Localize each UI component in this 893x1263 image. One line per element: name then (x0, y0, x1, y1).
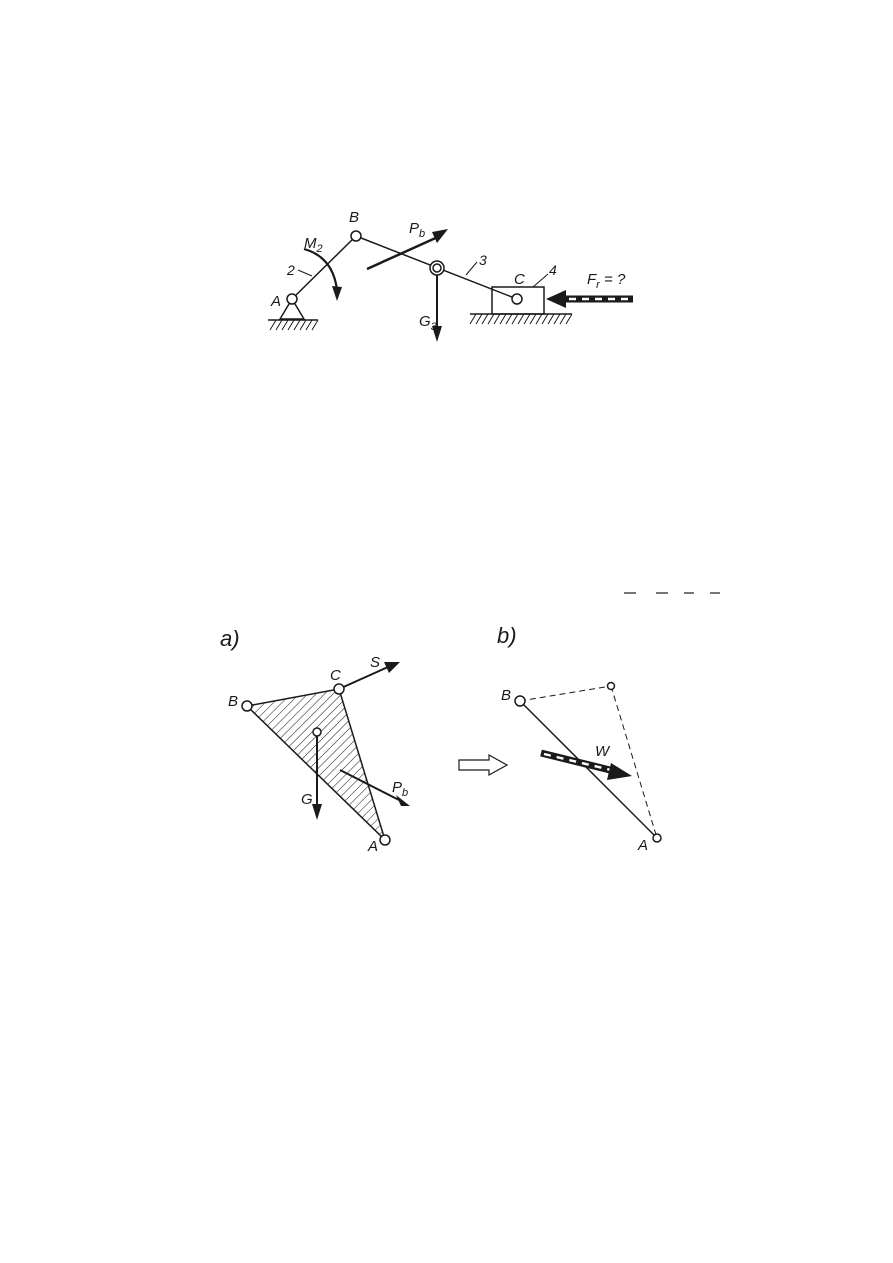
label-A: A (367, 838, 378, 855)
joint-A (379, 834, 391, 846)
dashed-top-A (610, 685, 658, 839)
force-Fr-arrowhead (546, 290, 566, 308)
force-W-arrowhead (607, 763, 632, 780)
ground-support-A (268, 297, 319, 331)
label-Fr: Fr = ? (587, 271, 626, 291)
moment-arrowhead (332, 286, 342, 301)
panel-a-title: a) (220, 626, 240, 651)
transition-arrow (458, 753, 509, 777)
force-W-stripes (543, 752, 612, 772)
leader-3 (465, 261, 478, 276)
label-W: W (595, 743, 611, 760)
leader-2 (297, 269, 313, 277)
label-C: C (330, 667, 341, 684)
centroid-link-3-inner (432, 263, 442, 273)
link-BA (519, 700, 658, 839)
slider-block-4 (491, 286, 545, 315)
label-Pb: Pb (409, 220, 425, 240)
joint-C (333, 683, 345, 695)
label-B: B (501, 687, 511, 704)
leader-4 (532, 273, 549, 288)
panel-a: a) B C S G Pb A (220, 626, 410, 855)
moment-arc (303, 247, 339, 291)
panel-b-title: b) (497, 623, 517, 648)
force-Pb-shaft (366, 234, 441, 271)
ground-rail (469, 313, 573, 325)
label-link-2: 2 (286, 262, 295, 278)
panel-b: b) B W A (497, 623, 662, 854)
label-G: G (301, 791, 313, 808)
label-G3: G3 (419, 313, 438, 333)
mechanism-figure: A B C 2 3 4 M2 Pb G3 Fr = ? (268, 209, 633, 342)
force-Pb-arrowhead (396, 795, 410, 806)
label-Pb: Pb (392, 779, 408, 799)
dashed-B-top (519, 685, 612, 702)
force-Pb-shaft (339, 769, 400, 801)
force-W-shaft (540, 749, 615, 775)
joint-C (511, 293, 523, 305)
force-S-shaft (338, 666, 389, 690)
label-A: A (637, 837, 648, 854)
vertex-top (606, 681, 616, 691)
joint-A (652, 833, 662, 843)
label-B: B (228, 693, 238, 710)
joint-A (286, 293, 298, 305)
joint-B (514, 695, 526, 707)
label-link-3: 3 (479, 252, 487, 268)
label-A: A (270, 293, 281, 310)
label-C: C (514, 271, 525, 288)
force-G-arrowhead (312, 804, 322, 820)
joint-B (241, 700, 253, 712)
label-B: B (349, 209, 359, 226)
label-S: S (370, 654, 380, 671)
force-S-arrowhead (384, 662, 400, 673)
centroid (312, 727, 322, 737)
label-M2: M2 (304, 235, 323, 255)
label-link-4: 4 (549, 262, 557, 278)
force-Pb-arrowhead (432, 229, 448, 243)
joint-B (350, 230, 362, 242)
link-2 (291, 235, 357, 300)
force-G3-arrowhead (432, 326, 442, 342)
